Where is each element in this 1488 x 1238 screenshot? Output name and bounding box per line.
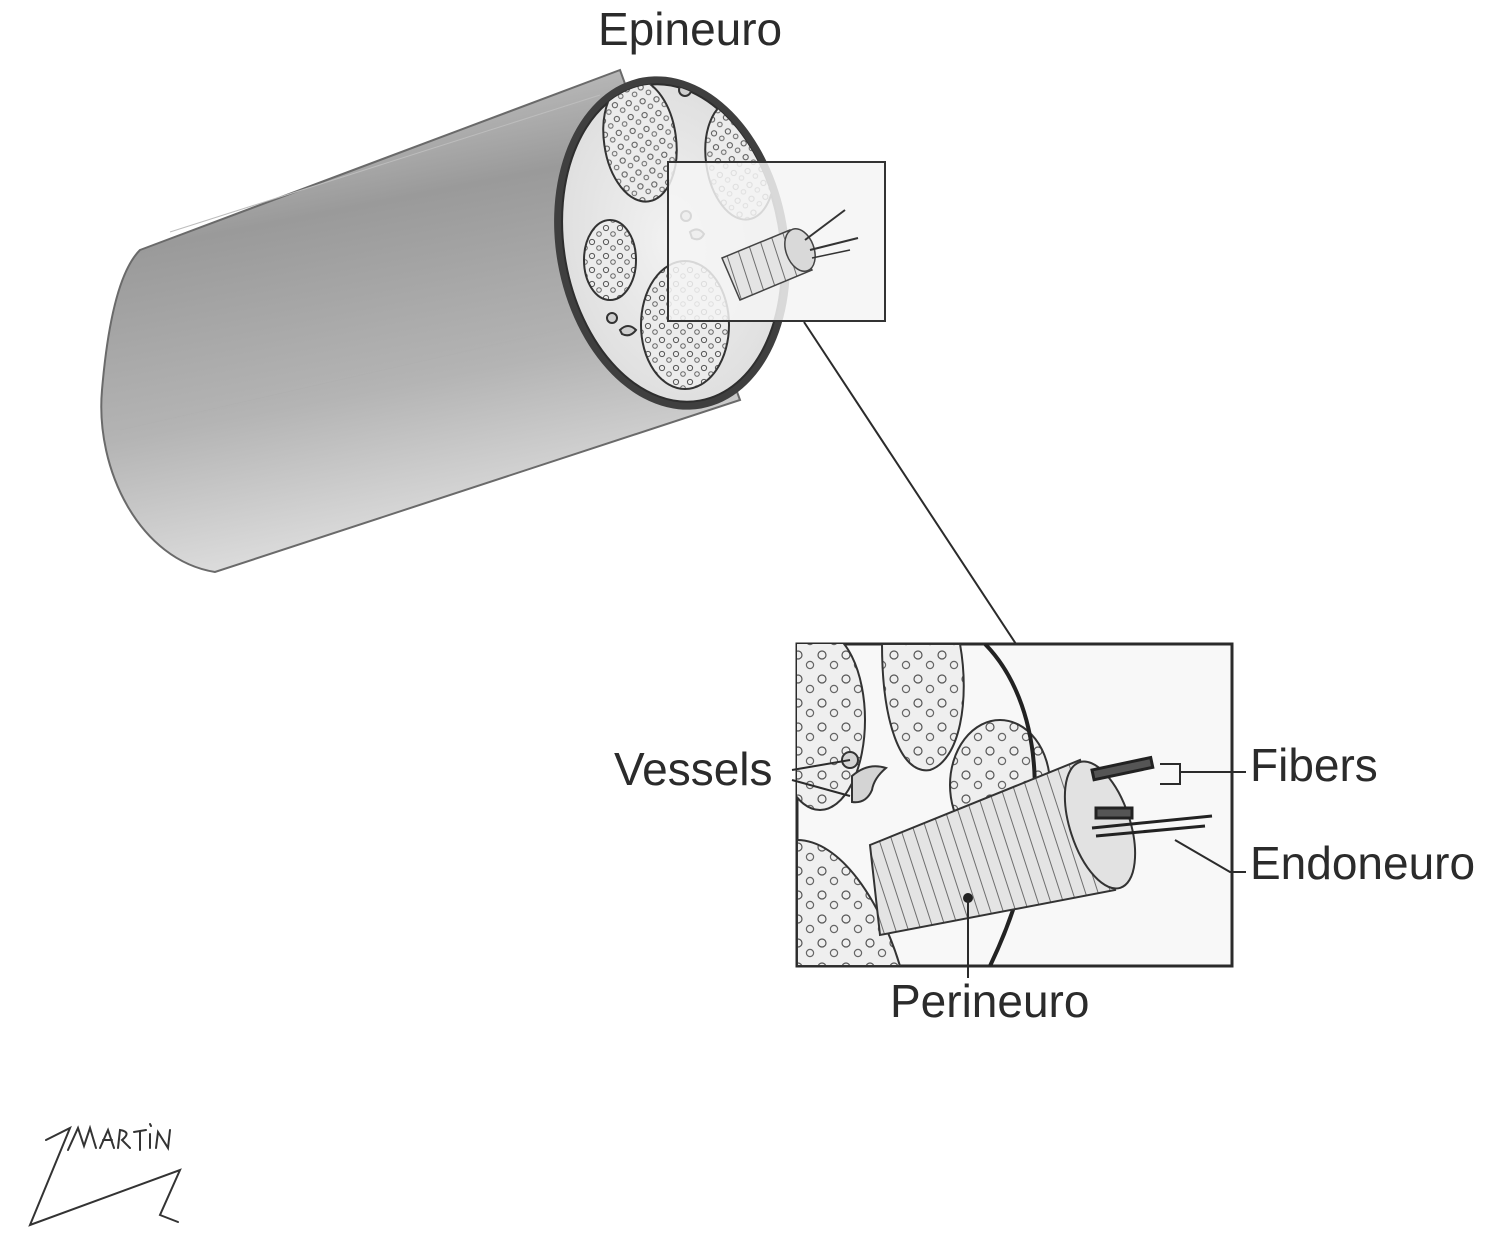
endoneuro-leader [1174, 839, 1246, 873]
fibers-bracket [1160, 763, 1181, 785]
zoom-box-small [667, 161, 886, 322]
fascicle [797, 838, 902, 966]
vessels-leader [791, 759, 851, 797]
label-perineuro: Perineuro [890, 975, 1090, 1027]
label-endoneuro: Endoneuro [1250, 837, 1476, 889]
fascicle-cylinder [868, 758, 1137, 937]
fascicle-small [721, 209, 859, 301]
perineuro-marker [963, 893, 973, 903]
label-epineuro: Epineuro [598, 3, 783, 55]
label-vessels: Vessels [614, 743, 773, 795]
fascicle [583, 219, 637, 301]
zoom-connector [803, 321, 1017, 645]
leader-lines [791, 759, 1246, 978]
zoom-box-large [795, 642, 1234, 968]
label-fibers: Fibers [1250, 739, 1378, 791]
artist-signature [28, 1123, 182, 1227]
fibers-drawing [1090, 755, 1213, 838]
fascicle [880, 644, 965, 772]
